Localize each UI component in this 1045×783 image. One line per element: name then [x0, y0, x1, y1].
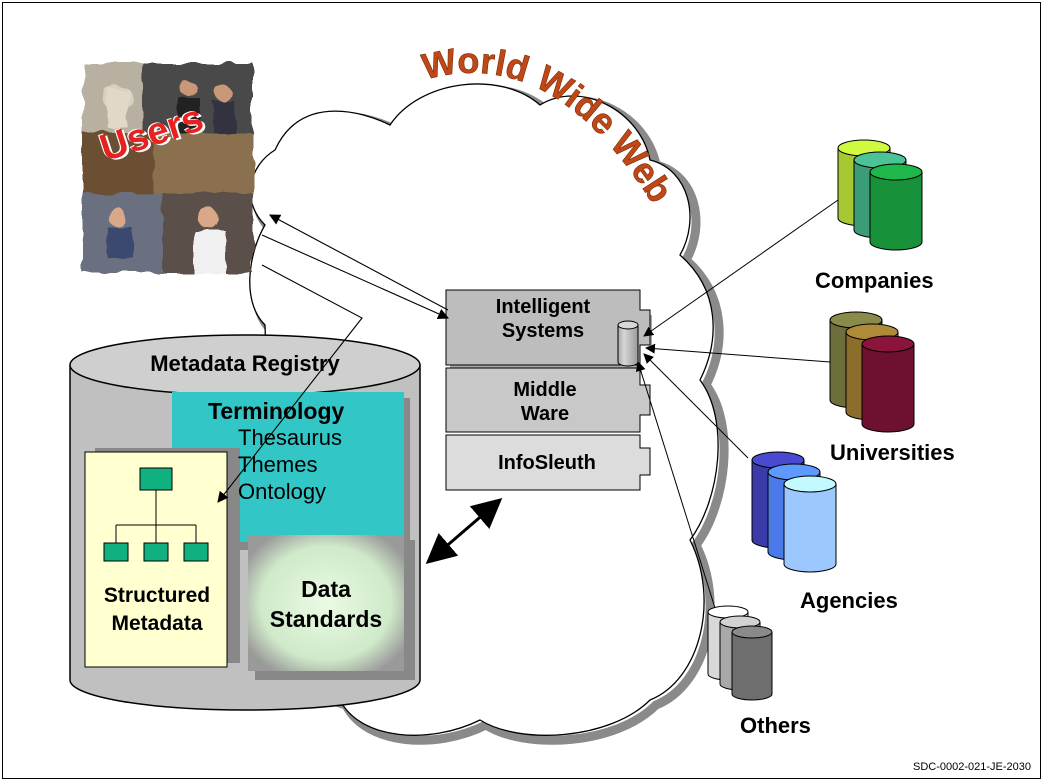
org-chart-icon: [103, 467, 209, 562]
metadata-registry-title: Metadata Registry: [150, 351, 340, 376]
terminology-item: Themes: [238, 452, 318, 477]
database-cylinder-top: [783, 475, 837, 493]
user-to-middleware-arrow: [261, 234, 450, 319]
database-cylinder-icon: [861, 344, 915, 433]
document-id: SDC-0002-021-JE-2030: [912, 761, 1031, 773]
source-cylinders-agencies: [751, 451, 837, 573]
companies-arrow: [643, 199, 839, 337]
data-standards-label: Data Standards: [269, 576, 383, 632]
middle-ware-label: Middle Ware: [513, 379, 577, 425]
source-cylinders-universities: [829, 311, 915, 433]
structured-metadata-label: Structured Metadata: [103, 584, 211, 635]
source-label-companies: Companies: [815, 268, 934, 293]
terminology-items: Thesaurus Themes Ontology: [238, 424, 342, 505]
universities-arrow: [645, 343, 831, 363]
middleware-stack: [445, 289, 652, 491]
terminology-item: Thesaurus: [238, 425, 342, 450]
database-cylinder-top: [861, 335, 915, 353]
others-arrow: [635, 361, 716, 609]
database-cylinder-top: [869, 163, 923, 181]
source-label-others: Others: [740, 713, 811, 738]
source-label-universities: Universities: [830, 440, 955, 465]
registry-infosleuth-arrow: [425, 498, 503, 564]
database-cylinder-icon: [869, 172, 923, 251]
data-standards-panel: [248, 535, 404, 671]
database-cylinder-icon: [731, 632, 773, 701]
terminology-item: Ontology: [238, 479, 327, 504]
users-photo-collage: [78, 58, 258, 278]
source-cylinders-others: [707, 605, 773, 701]
intelligent-systems-label: Intelligent Systems: [495, 296, 591, 342]
middleware-to-user-arrow: [269, 214, 449, 311]
source-cylinders-companies: [837, 139, 923, 251]
agencies-arrow: [643, 353, 749, 459]
data-sources: [707, 139, 923, 701]
source-label-agencies: Agencies: [800, 588, 898, 613]
user-to-structured-arrow: [217, 264, 363, 503]
database-cylinder-icon: [783, 484, 837, 573]
middleware-db-icon: [617, 320, 639, 367]
database-cylinder-top: [731, 625, 773, 639]
terminology-heading: Terminology: [208, 398, 345, 424]
infosleuth-label: InfoSleuth: [498, 452, 596, 474]
